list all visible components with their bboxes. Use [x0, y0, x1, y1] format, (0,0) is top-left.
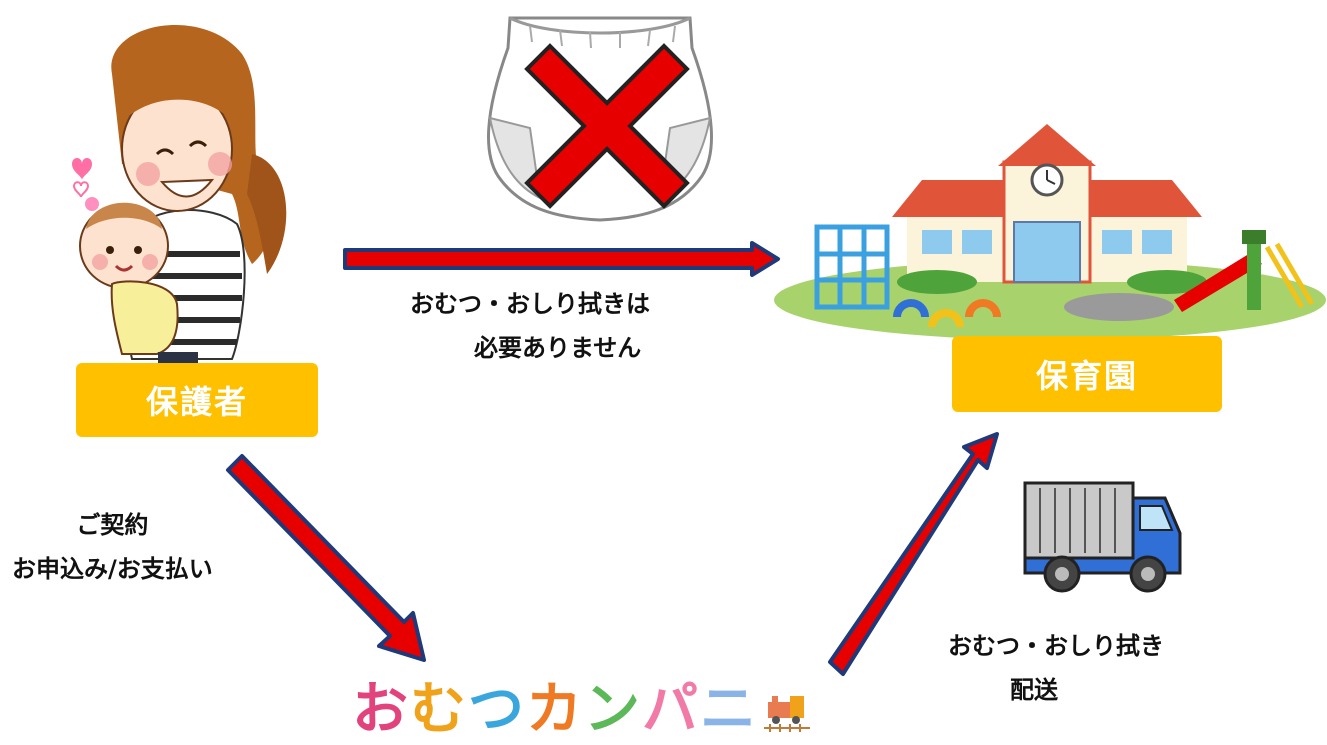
logo-char-3: つ [468, 677, 526, 742]
top-caption-line-2: 必要ありません [474, 334, 642, 362]
parent-label: 保護者 [145, 383, 248, 421]
right-caption-line-1: おむつ・おしり拭き [948, 632, 1164, 660]
cross-icon [524, 43, 690, 209]
left-caption-line-2: お申込み/お支払い [12, 555, 213, 583]
arrow-parent-to-nursery [343, 241, 780, 277]
arrow-company-to-nursery [828, 432, 999, 676]
left-caption: ご契約 お申込み/お支払い [12, 503, 213, 591]
logo-char-7: ニ [700, 677, 758, 742]
logo-char-2: む [410, 677, 468, 742]
nursery-label: 保育園 [1035, 357, 1138, 395]
truck-icon [1023, 481, 1182, 593]
parent-label-box: 保護者 [76, 363, 318, 437]
logo-char-4: カ [526, 677, 584, 742]
top-caption: おむつ・おしり拭きは 必要ありません [410, 282, 650, 370]
logo-char-6: パ [642, 677, 700, 742]
logo-char-5: ン [584, 677, 642, 742]
top-caption-line-1: おむつ・おしり拭きは [410, 290, 650, 318]
arrow-parent-to-company [226, 454, 426, 662]
nursery-label-box: 保育園 [952, 336, 1222, 412]
right-caption: おむつ・おしり拭き 配送 [948, 624, 1164, 712]
company-logo: お む つ カ ン パ ニ [352, 672, 810, 742]
left-caption-line-1: ご契約 [76, 511, 149, 539]
nursery-school-illustration [774, 124, 1326, 340]
right-caption-line-2: 配送 [1010, 676, 1058, 704]
mother-baby-illustration [72, 25, 287, 364]
train-icon [764, 696, 810, 732]
logo-char-1: お [352, 677, 410, 742]
